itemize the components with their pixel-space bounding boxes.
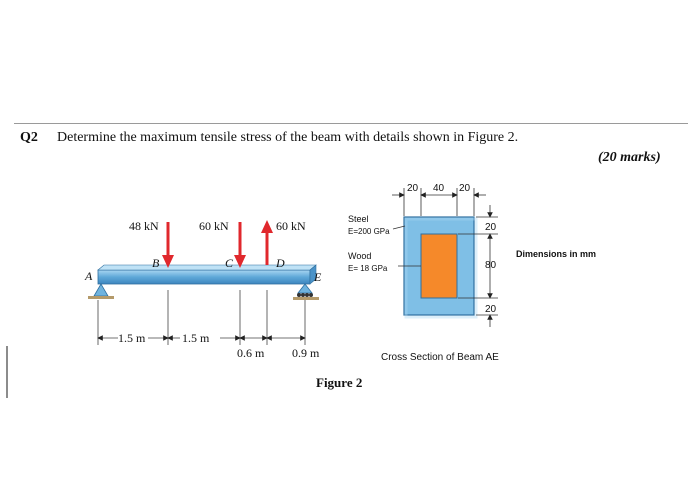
cross-section: 20 40 20 20 80 20 Steel E=200 GPa Wood E… bbox=[348, 183, 596, 363]
side-dim-1: 20 bbox=[485, 222, 497, 233]
load-arrow-60kn-d bbox=[261, 220, 273, 265]
top-dim-3: 20 bbox=[459, 183, 471, 194]
load-label-60-d: 60 kN bbox=[276, 219, 306, 233]
question-number: Q2 bbox=[20, 130, 38, 145]
roller-support-e bbox=[293, 283, 319, 300]
load-arrow-60kn-c bbox=[234, 222, 246, 268]
top-rule bbox=[14, 123, 688, 124]
point-label-e: E bbox=[313, 270, 322, 284]
beam-end-face bbox=[309, 264, 317, 285]
side-dim-2: 80 bbox=[485, 260, 497, 271]
steel-leader bbox=[392, 225, 406, 230]
dim-cd: 0.6 m bbox=[237, 346, 265, 360]
steel-modulus: E=200 GPa bbox=[348, 227, 390, 236]
dim-de: 0.9 m bbox=[292, 346, 320, 360]
wood-core bbox=[420, 233, 458, 299]
side-dim-3: 20 bbox=[485, 304, 497, 315]
load-label-48: 48 kN bbox=[129, 219, 159, 233]
margin-bar bbox=[6, 346, 8, 398]
point-label-c: C bbox=[225, 256, 234, 270]
steel-shadow bbox=[404, 217, 478, 319]
top-dim-2: 40 bbox=[433, 183, 445, 194]
units-note: Dimensions in mm bbox=[516, 249, 596, 259]
wood-modulus: E= 18 GPa bbox=[348, 264, 388, 273]
marks-label: (20 marks) bbox=[598, 150, 661, 165]
dim-bc: 1.5 m bbox=[182, 331, 210, 345]
figure-caption: Figure 2 bbox=[316, 375, 362, 390]
load-label-60-c: 60 kN bbox=[199, 219, 229, 233]
point-label-b: B bbox=[152, 256, 160, 270]
section-caption: Cross Section of Beam AE bbox=[381, 352, 499, 363]
steel-label: Steel bbox=[348, 214, 369, 224]
top-dimension-lines bbox=[392, 188, 486, 216]
point-label-d: D bbox=[275, 256, 285, 270]
beam-diagram: 48 kN 60 kN 60 kN A B C D E 1.5 m 1.5 m … bbox=[84, 219, 322, 360]
top-dim-1: 20 bbox=[407, 183, 419, 194]
beam-body bbox=[97, 269, 311, 285]
side-dimension-lines bbox=[458, 205, 498, 327]
pin-support-a bbox=[88, 283, 114, 299]
load-arrow-48kn bbox=[162, 222, 174, 268]
dimension-lines bbox=[97, 290, 306, 345]
wood-label: Wood bbox=[348, 251, 371, 261]
dim-ab: 1.5 m bbox=[118, 331, 146, 345]
point-label-a: A bbox=[84, 269, 93, 283]
question-text: Determine the maximum tensile stress of … bbox=[57, 130, 519, 145]
